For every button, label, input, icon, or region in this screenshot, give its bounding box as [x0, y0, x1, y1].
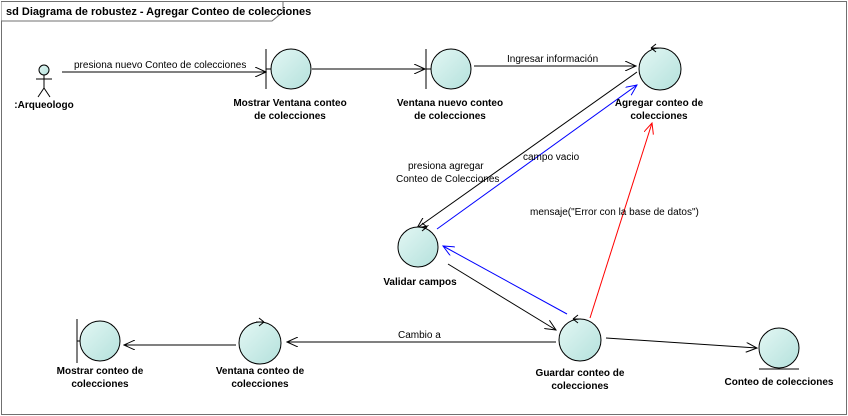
node-label-ventana-conteo-2: colecciones	[231, 379, 289, 390]
boundary-ventana-nuevo-conteo[interactable]: Ventana nuevo conteo de colecciones	[397, 48, 503, 122]
node-label-agregar-1: Agregar conteo de	[615, 98, 704, 109]
node-label-entidad: Conteo de colecciones	[725, 377, 834, 388]
node-label-mostrar-ventana-1: Mostrar Ventana conteo	[233, 98, 346, 109]
edge-guardar-to-validar	[443, 246, 568, 315]
control-agregar-conteo[interactable]: Agregar conteo de colecciones	[615, 43, 704, 122]
edge-label-presiona-agregar-1: presiona agregar	[408, 161, 484, 172]
control-guardar-conteo[interactable]: Guardar conteo de colecciones	[536, 314, 625, 392]
edge-label-presiona-nuevo: presiona nuevo Conteo de colecciones	[74, 60, 246, 71]
edge-agregar-to-validar	[417, 71, 638, 228]
boundary-mostrar-ventana-conteo[interactable]: Mostrar Ventana conteo de colecciones	[233, 48, 347, 122]
node-label-mostrar-conteo-2: colecciones	[71, 379, 129, 390]
node-label-agregar-2: colecciones	[630, 111, 688, 122]
boundary-mostrar-conteo[interactable]: Mostrar conteo de colecciones	[57, 319, 144, 390]
edge-label-ingresar: Ingresar información	[507, 54, 598, 65]
node-label-guardar-2: colecciones	[551, 381, 609, 392]
node-label-validar: Validar campos	[383, 277, 457, 288]
node-label-guardar-1: Guardar conteo de	[536, 368, 625, 379]
actor-arqueologo[interactable]: :Arqueologo	[14, 64, 74, 111]
node-label-mostrar-conteo-1: Mostrar conteo de	[57, 366, 144, 377]
node-label-mostrar-ventana-2: de colecciones	[254, 111, 326, 122]
node-label-ventana-nuevo-2: de colecciones	[414, 111, 486, 122]
control-validar-campos[interactable]: Validar campos	[383, 222, 457, 288]
diagram-title: sd Diagrama de robustez - Agregar Conteo…	[6, 6, 311, 18]
edge-guardar-to-entidad	[605, 337, 757, 348]
edge-guardar-to-agregar	[589, 123, 652, 319]
actor-label: :Arqueologo	[14, 100, 73, 111]
edge-label-mensaje-error: mensaje("Error con la base de datos")	[530, 207, 699, 218]
edge-label-cambio-a: Cambio a	[398, 330, 441, 341]
entity-conteo-colecciones[interactable]: Conteo de colecciones	[725, 327, 834, 388]
edge-label-campo-vacio: campo vacio	[523, 152, 580, 163]
actor-head	[38, 64, 50, 76]
title-tab	[1, 1, 284, 22]
edge-validar-to-agregar	[436, 85, 637, 230]
edge-label-presiona-agregar-2: Conteo de Colecciones	[396, 174, 499, 185]
node-label-ventana-nuevo-1: Ventana nuevo conteo	[397, 98, 503, 109]
node-label-ventana-conteo-1: Ventana conteo de	[216, 366, 305, 377]
control-ventana-conteo[interactable]: Ventana conteo de colecciones	[216, 317, 305, 390]
edge-validar-to-guardar	[447, 263, 556, 330]
